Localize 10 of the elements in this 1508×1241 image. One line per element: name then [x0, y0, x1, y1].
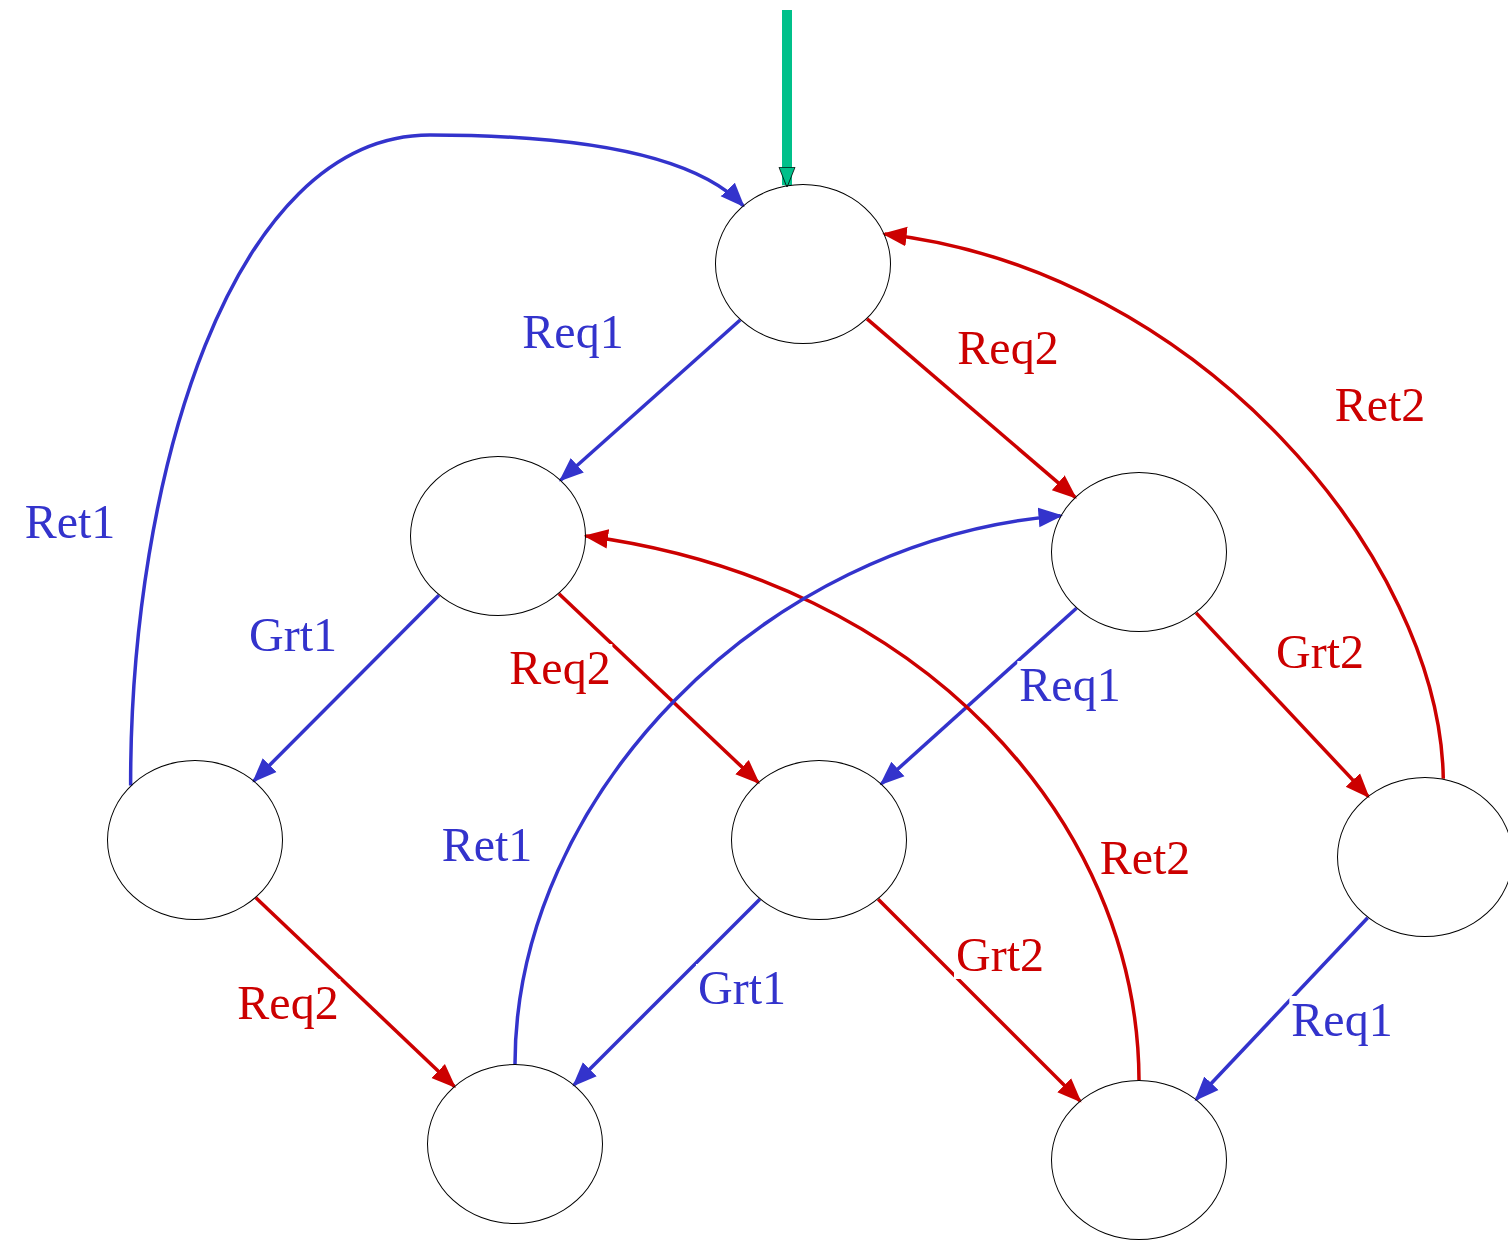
- arrow: [882, 228, 1446, 779]
- arrow: [778, 10, 796, 188]
- arrow: [252, 594, 441, 783]
- edge-label: Req2: [235, 979, 341, 1027]
- arrow: [128, 133, 745, 786]
- arrow: [254, 896, 456, 1088]
- arrow: [559, 318, 742, 482]
- arrow: [1194, 611, 1370, 798]
- arrow: [1194, 916, 1369, 1102]
- arrow: [865, 317, 1077, 499]
